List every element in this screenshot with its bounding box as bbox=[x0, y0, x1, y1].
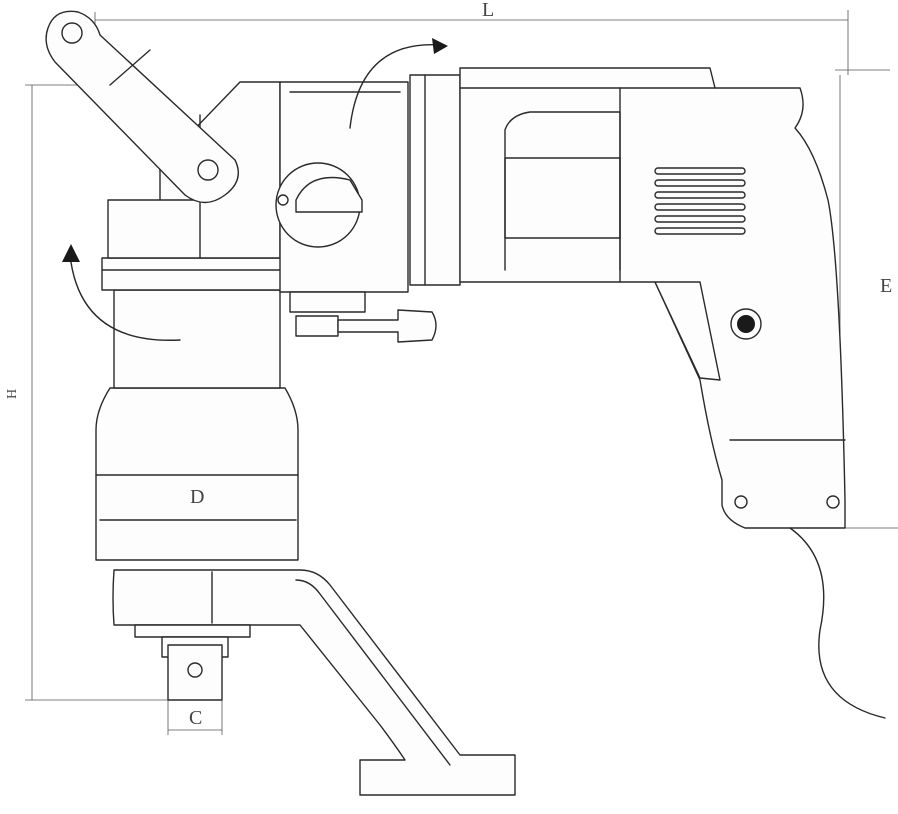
dimension-label-D: D bbox=[190, 486, 204, 508]
direction-selector-knob bbox=[275, 162, 363, 248]
dimension-label-E: E bbox=[880, 275, 892, 297]
lock-button bbox=[730, 308, 762, 340]
vent-slots bbox=[654, 167, 746, 235]
trigger bbox=[654, 281, 721, 381]
power-cord bbox=[789, 527, 886, 719]
dimension-label-H: H bbox=[5, 389, 20, 399]
gearbox-cylinder bbox=[95, 257, 299, 561]
rotation-arrow-top bbox=[349, 38, 448, 129]
rotation-arrow-bottom bbox=[62, 244, 181, 341]
speed-lever bbox=[45, 10, 239, 204]
side-handle bbox=[295, 309, 437, 343]
dimension-label-L: L bbox=[482, 0, 494, 21]
reaction-arm bbox=[112, 569, 516, 796]
square-drive bbox=[161, 636, 229, 701]
motor-housing bbox=[409, 67, 846, 529]
dimension-label-C: C bbox=[189, 707, 202, 729]
